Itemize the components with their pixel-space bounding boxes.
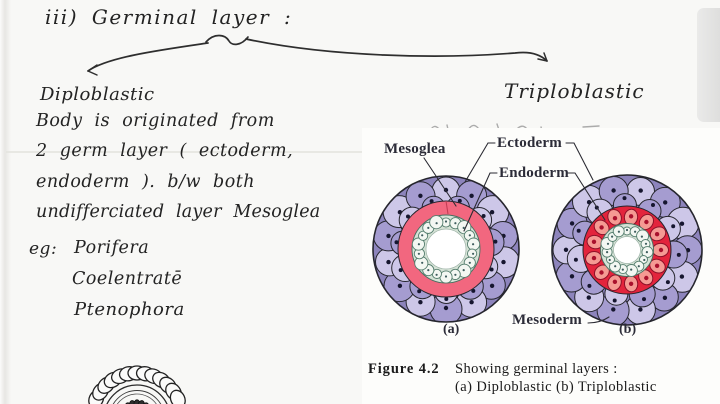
arrowhead-right <box>537 52 548 62</box>
triploblastic-heading: Triploblastic <box>504 79 645 103</box>
pointer-lines <box>423 142 610 324</box>
page-corner-shadow <box>697 8 720 122</box>
note-line: Body is originated from <box>36 111 275 131</box>
branch-left <box>87 42 209 72</box>
branch-arrows <box>87 34 548 76</box>
figure-number: Figure 4.2 <box>368 361 440 377</box>
mesoderm-label: Mesoderm <box>512 312 582 328</box>
subfigure-a-label: (a) <box>443 322 460 337</box>
example-item: Ptenophora <box>74 299 185 320</box>
diploblastic-heading: Diploblastic <box>40 84 155 105</box>
note-line: 2 germ layer ( ectoderm, <box>36 141 294 161</box>
subfigure-b-label: (b) <box>619 322 637 337</box>
note-line: endoderm ). b/w both <box>36 172 256 192</box>
arrowhead-left <box>87 64 98 76</box>
mesoglea-label: Mesoglea <box>384 141 446 157</box>
endoderm-label: Endoderm <box>499 165 569 181</box>
example-item: Porifera <box>74 238 150 258</box>
figure-caption-line1: Showing germinal layers : <box>455 361 618 377</box>
branch-right <box>245 38 548 62</box>
example-item: Coelentratē <box>72 269 183 289</box>
section-title: iii) Germinal layer : <box>45 5 293 29</box>
page-left-edge <box>0 0 11 404</box>
note-line: undifferciated layer Mesoglea <box>36 202 321 222</box>
brace-squiggle <box>205 34 249 46</box>
germinal-layers-diagram <box>372 142 703 326</box>
ruled-line <box>6 151 362 153</box>
figure-caption-line2: (a) Diploblastic (b) Triploblastic <box>455 379 657 395</box>
examples-label: eg: <box>29 239 58 259</box>
hand-drawn-sketch <box>88 365 186 404</box>
ectoderm-label: Ectoderm <box>497 135 562 151</box>
